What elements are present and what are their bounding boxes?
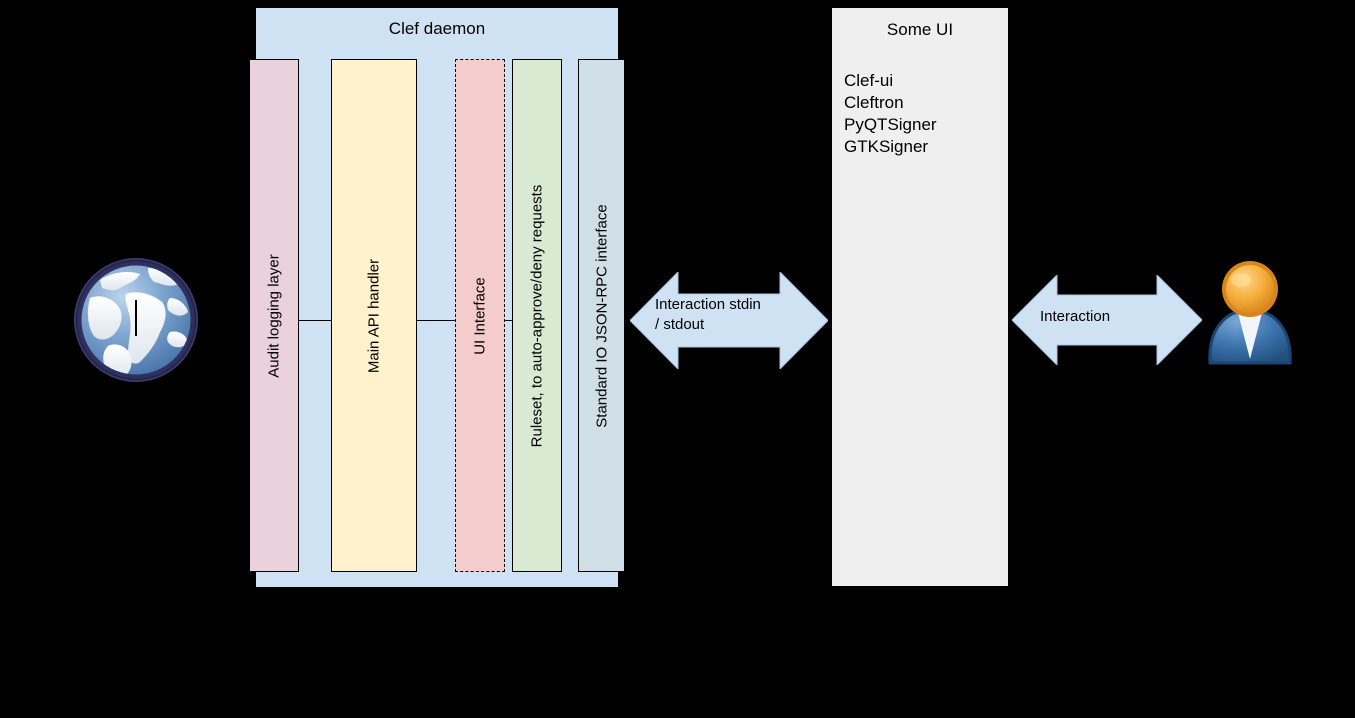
- stdio-arrow-label: Interaction stdin / stdout: [655, 296, 761, 333]
- column-label-ruleset: Ruleset, to auto-approve/deny requests: [528, 184, 546, 447]
- column-label-ui-interface: UI Interface: [471, 276, 489, 355]
- user-arrow: [1012, 275, 1202, 365]
- list-item: GTKSigner: [844, 137, 929, 156]
- clef-daemon-container: [256, 8, 618, 587]
- some-ui-list: Clef-ui Cleftron PyQTSigner GTKSigner: [844, 70, 937, 158]
- some-ui-panel: Some UI Clef-ui Cleftron PyQTSigner GTKS…: [832, 8, 1008, 586]
- list-item: Cleftron: [844, 93, 904, 112]
- list-item: PyQTSigner: [844, 115, 937, 134]
- connector-line-ui-to-ruleset: [504, 320, 513, 321]
- column-main-api-handler[interactable]: Main API handler: [331, 59, 417, 572]
- column-ui-interface[interactable]: UI Interface: [455, 59, 505, 572]
- list-item: Clef-ui: [844, 71, 894, 90]
- clef-daemon-title: Clef daemon: [388, 19, 486, 38]
- user-arrow-label: Interaction: [1040, 308, 1111, 325]
- some-ui-title: Some UI: [886, 20, 954, 39]
- connector-line-audit-to-api: [298, 320, 332, 321]
- column-ruleset[interactable]: Ruleset, to auto-approve/deny requests: [512, 59, 562, 572]
- column-label-main-api-handler: Main API handler: [365, 258, 383, 373]
- user-icon: [1200, 255, 1300, 370]
- column-audit-logging-layer[interactable]: Audit logging layer: [249, 59, 299, 572]
- column-label-audit-logging-layer: Audit logging layer: [265, 253, 283, 378]
- connector-line-api-to-ui: [416, 320, 456, 321]
- globe-icon: [70, 254, 202, 391]
- stdio-arrow: [630, 272, 828, 369]
- column-standard-io-jsonrpc[interactable]: Standard IO JSON-RPC interface: [578, 59, 625, 572]
- column-label-standard-io-jsonrpc: Standard IO JSON-RPC interface: [593, 203, 610, 428]
